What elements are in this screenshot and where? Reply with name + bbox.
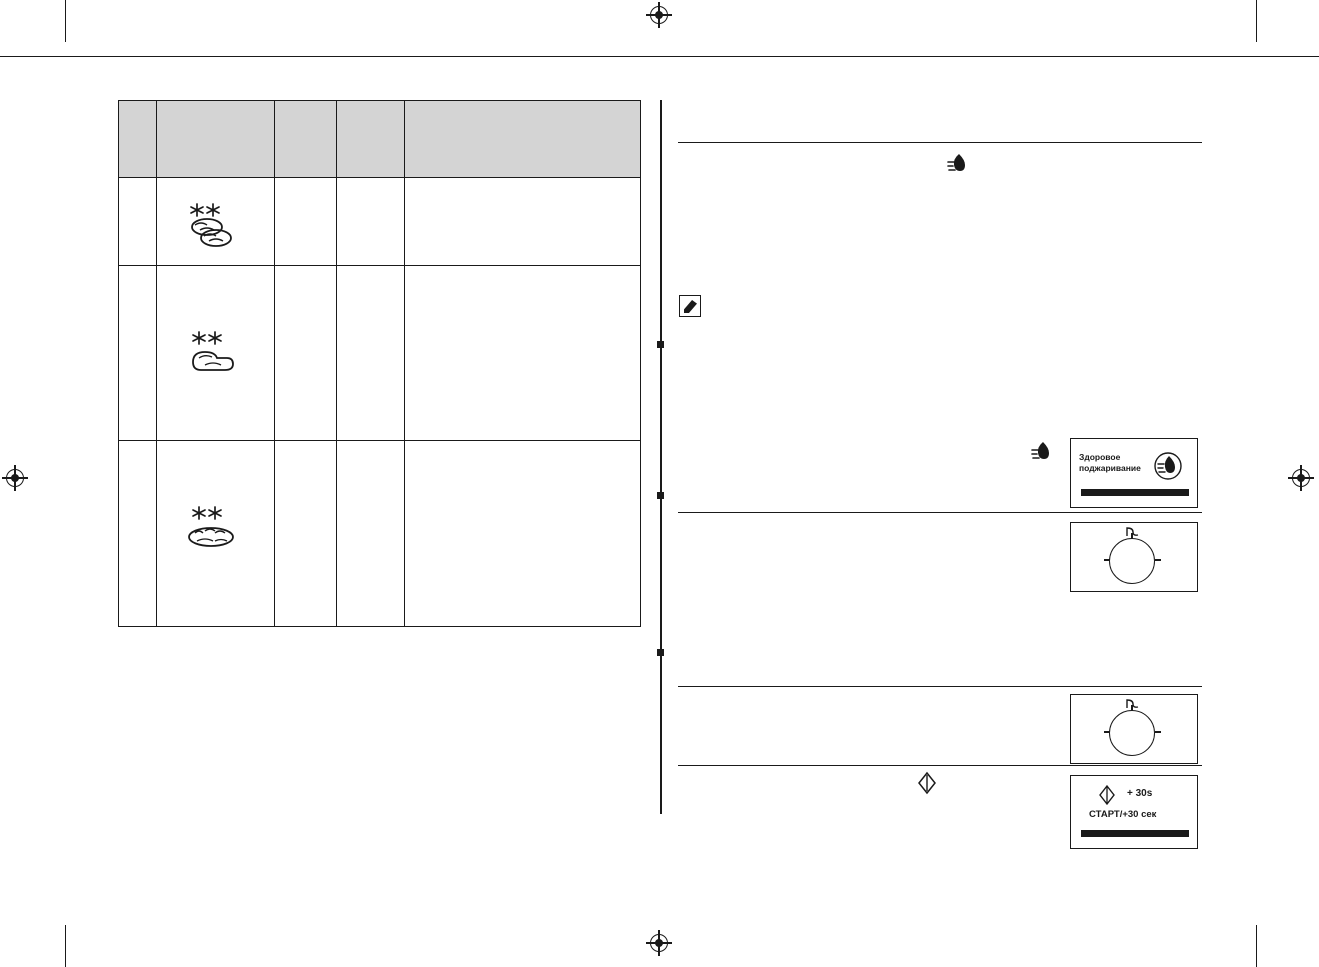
cell-time (336, 177, 405, 266)
panel-progress-bar (1081, 830, 1189, 837)
table-header-row (118, 100, 641, 178)
crop-mark-top-left-vertical (65, 0, 67, 42)
crop-mark-bottom-right-vertical (1256, 925, 1258, 967)
healthy-browning-icon (946, 152, 972, 174)
panel-line-2: СТАРТ/+30 сек (1089, 809, 1157, 820)
panel-line-2: поджаривание (1079, 463, 1141, 473)
registration-mark-top (646, 2, 672, 28)
dial-pointer-icon (1125, 525, 1141, 543)
cell-icon (156, 177, 275, 266)
section-rule (678, 686, 1202, 688)
cell-time (336, 265, 405, 441)
cell-icon (156, 440, 275, 627)
section-rule (678, 142, 1202, 144)
cell-instructions (404, 440, 641, 627)
divider-tick (657, 492, 664, 499)
divider-tick (657, 649, 664, 656)
cell-food (118, 265, 157, 441)
panel-progress-bar (1081, 489, 1189, 496)
table-row (118, 440, 641, 627)
food-table (118, 100, 641, 627)
section-rule (678, 512, 1202, 514)
cell-icon (156, 265, 275, 441)
cell-portion (274, 440, 337, 627)
crop-mark-top-right-vertical (1256, 0, 1258, 42)
th-portion (274, 100, 337, 178)
dial-tick (1155, 559, 1161, 561)
dial-tick (1104, 731, 1110, 733)
th-time (336, 100, 405, 178)
crop-mark-bottom-left-vertical (65, 925, 67, 967)
registration-mark-left (2, 465, 28, 491)
panel-line-1: Здоровое (1079, 452, 1121, 462)
food-table-head (118, 100, 641, 178)
divider-tick (657, 341, 664, 348)
cell-food (118, 440, 157, 627)
food-table-wrapper (118, 100, 641, 627)
dial-tick (1155, 731, 1161, 733)
healthy-browning-icon (1030, 440, 1056, 462)
frozen-baguette-icon (185, 503, 247, 554)
registration-mark-right (1288, 465, 1314, 491)
frozen-sliced-bread-icon (185, 328, 247, 379)
table-row (118, 265, 641, 441)
dial-ring (1109, 538, 1155, 584)
section-rule (678, 765, 1202, 767)
frozen-buns-icon (185, 200, 247, 251)
th-icon (156, 100, 275, 178)
dial-tick (1131, 533, 1133, 539)
column-divider (660, 100, 662, 814)
cell-portion (274, 265, 337, 441)
dial-tick (1131, 705, 1133, 711)
registration-mark-bottom (646, 930, 672, 956)
cell-instructions (404, 265, 641, 441)
food-table-body (118, 177, 641, 627)
th-instructions (404, 100, 641, 178)
memo-icon (679, 295, 701, 317)
display-start-30s[interactable]: + 30s СТАРТ/+30 сек (1070, 775, 1198, 849)
cell-food (118, 177, 157, 266)
cell-time (336, 440, 405, 627)
display-dial-selector[interactable] (1070, 694, 1198, 764)
cell-portion (274, 177, 337, 266)
dial-pointer-icon (1125, 697, 1141, 715)
start-icon (916, 771, 938, 795)
healthy-browning-icon (1151, 451, 1185, 486)
table-row (118, 177, 641, 266)
panel-line-1: + 30s (1127, 788, 1153, 799)
display-dial-selector[interactable] (1070, 522, 1198, 592)
display-healthy-browning[interactable]: Здоровое поджаривание (1070, 438, 1198, 508)
start-icon (1097, 784, 1117, 811)
dial-ring (1109, 710, 1155, 756)
th-food (118, 100, 157, 178)
crop-mark-top-horizontal (0, 56, 1319, 58)
dial-tick (1104, 559, 1110, 561)
cell-instructions (404, 177, 641, 266)
